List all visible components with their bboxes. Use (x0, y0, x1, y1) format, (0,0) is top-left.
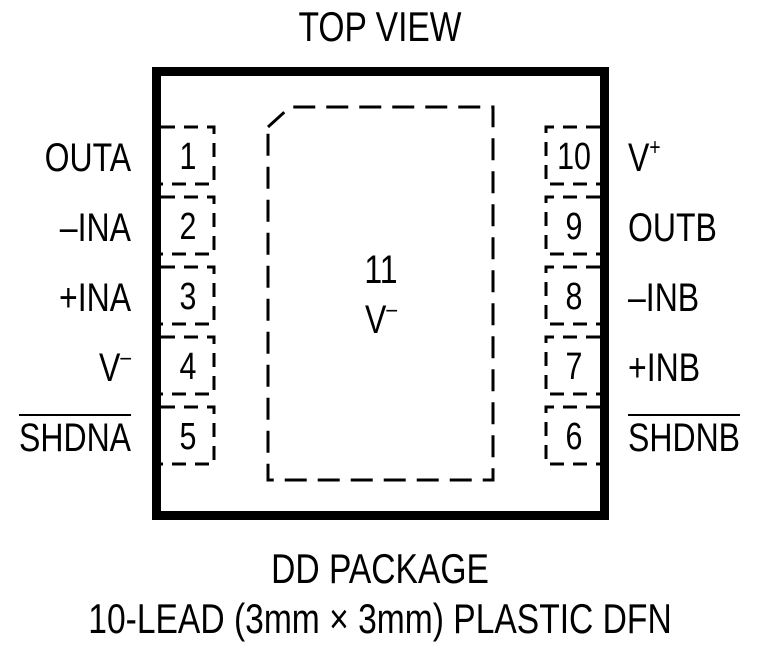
pin-label-vneg-left: V– (98, 346, 131, 390)
pin-label-vpos-sup: + (649, 134, 661, 161)
pin-label-inb-neg: –INB (628, 276, 700, 320)
pad-6-outline (544, 405, 600, 466)
pin-number-6: 6 (565, 416, 583, 458)
pin-label-outb: OUTB (628, 206, 717, 250)
pin-label-outa: OUTA (44, 136, 131, 180)
pad-9-outline (544, 195, 600, 256)
pad-10-outline (544, 125, 600, 186)
diagram-title: TOP VIEW (298, 3, 462, 50)
pin-number-3: 3 (179, 276, 197, 318)
exposed-pad-label-base: V (364, 298, 387, 342)
pin-label-ina-neg: –INA (59, 206, 131, 250)
pin-number-5: 5 (179, 416, 197, 458)
package-name: DD PACKAGE (271, 545, 489, 592)
right-pads (544, 125, 600, 466)
exposed-pad-outline (266, 105, 495, 482)
pad-8-outline (544, 265, 600, 326)
pin-label-shdna: SHDNA (18, 416, 131, 460)
pin-number-10: 10 (557, 136, 591, 178)
pad-2-outline (161, 195, 216, 256)
pad-7-outline (544, 335, 600, 396)
pin-label-vpos-base: V (628, 136, 650, 180)
pin-number-8: 8 (565, 276, 583, 318)
exposed-pad-label: V– (291, 298, 472, 342)
exposed-pad-label-sup: – (386, 296, 398, 323)
package-description: 10-LEAD (3mm × 3mm) PLASTIC DFN (88, 595, 672, 642)
pin-number-2: 2 (179, 206, 197, 248)
pad-3-outline (161, 265, 216, 326)
pin-number-4: 4 (179, 346, 197, 388)
pin-number-1: 1 (179, 136, 197, 178)
pin-label-vpos: V+ (628, 136, 661, 180)
pin-label-ina-pos: +INA (58, 276, 131, 320)
pin-label-vneg-left-base: V (98, 346, 121, 390)
pad-5-outline (161, 405, 216, 466)
pin-label-shdnb: SHDNB (628, 416, 741, 460)
pin-number-9: 9 (565, 206, 583, 248)
pin-label-vneg-left-sup: – (120, 344, 131, 371)
left-pads (161, 125, 216, 466)
pad-4-outline (161, 335, 216, 396)
package-body (152, 67, 609, 520)
pin-label-inb-pos: +INB (628, 346, 701, 390)
exposed-pad-number: 11 (364, 248, 398, 292)
pad-1-outline (161, 125, 216, 186)
pin-number-7: 7 (565, 346, 583, 388)
